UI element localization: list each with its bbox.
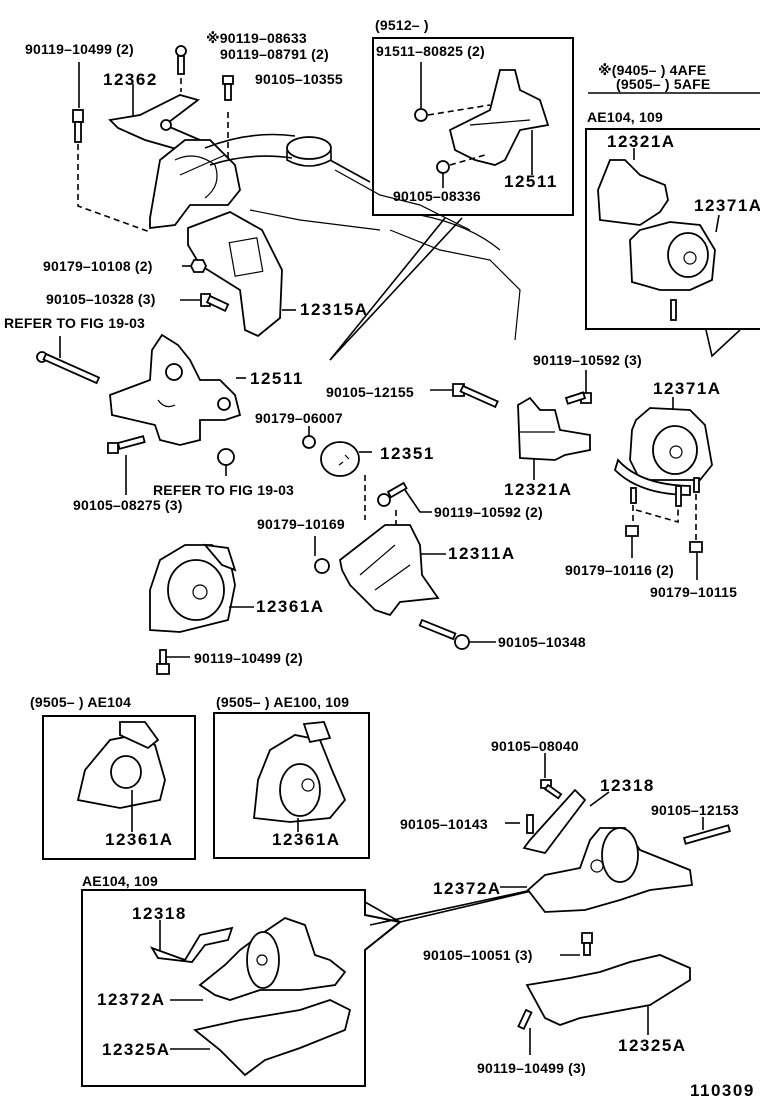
inset-9505-ae104-label-12361A: 12361A bbox=[105, 830, 174, 849]
mount-12361A-drawing bbox=[149, 543, 254, 675]
inset-9512-label-90105-08336: 90105–08336 bbox=[393, 188, 481, 204]
figure-number: 110309 bbox=[690, 1081, 755, 1100]
callout-12371A: 12371A bbox=[653, 379, 722, 398]
callout-90179-10169: 90179–10169 bbox=[257, 516, 345, 532]
callout-90105-08275: 90105–08275 (3) bbox=[73, 497, 183, 513]
bolt-90105-10348-drawing bbox=[418, 618, 496, 650]
inset-ae104-109-bottom-drawing bbox=[149, 917, 352, 1077]
inset-9512-label-12511: 12511 bbox=[504, 172, 558, 191]
callout-90119-10499-top: 90119–10499 (2) bbox=[25, 41, 134, 57]
bolt-90105-12155-drawing bbox=[430, 383, 499, 409]
inset-9505-ae104-header: (9505– ) AE104 bbox=[30, 694, 132, 710]
callout-refer-fig-19-03-a: REFER TO FIG 19-03 bbox=[4, 315, 146, 331]
inset-9505-ae100-109-drawing bbox=[253, 721, 347, 832]
mount-12371A-drawing bbox=[613, 397, 713, 580]
callout-12321A: 12321A bbox=[504, 480, 573, 499]
bracket-12321A-drawing bbox=[517, 396, 591, 480]
bracket-12511-drawing bbox=[109, 333, 246, 446]
callout-12511: 12511 bbox=[250, 369, 304, 388]
bracket-12311A-drawing bbox=[314, 481, 446, 617]
note-line-1: ※(9405– ) 4AFE bbox=[598, 62, 707, 78]
inset-9512-label-91511-80825: 91511–80825 (2) bbox=[376, 43, 485, 59]
callout-12372A: 12372A bbox=[433, 879, 502, 898]
inset-9512-box bbox=[372, 37, 574, 216]
inset-top-label-12321A: 12321A bbox=[607, 132, 676, 151]
note-line-2: (9505– ) 5AFE bbox=[616, 76, 711, 92]
inset-9505-ae104-box bbox=[42, 715, 196, 860]
inset-9512-drawing bbox=[414, 62, 550, 188]
callout-12311A: 12311A bbox=[448, 544, 516, 563]
inset-ae104-109-top-drawing bbox=[597, 148, 720, 321]
callout-12315A: 12315A bbox=[300, 300, 369, 319]
callout-90105-10355: 90105–10355 bbox=[255, 71, 343, 87]
callout-12325A: 12325A bbox=[618, 1036, 687, 1055]
inset-bottom-label-12372A: 12372A bbox=[97, 990, 166, 1009]
callout-90105-10143: 90105–10143 bbox=[400, 816, 488, 832]
inset-ae104-109-bottom-header: AE104, 109 bbox=[82, 873, 158, 889]
callout-90119-10499-bottom: 90119–10499 (3) bbox=[477, 1060, 586, 1076]
engine-mount-12362-drawing bbox=[72, 45, 371, 233]
callout-90119-08791: 90119–08791 (2) bbox=[220, 46, 329, 62]
cushion-12351-drawing bbox=[302, 426, 372, 520]
callout-90179-06007: 90179–06007 bbox=[255, 410, 343, 426]
bracket-12315A-drawing bbox=[180, 211, 296, 338]
mount-12372A-drawing bbox=[500, 753, 731, 913]
inset-top-label-12371A: 12371A bbox=[694, 196, 760, 215]
callout-90119-08633: ※90119–08633 bbox=[206, 30, 307, 46]
callout-90119-10592-3: 90119–10592 (3) bbox=[533, 352, 642, 368]
inset-ae104-109-top-header: AE104, 109 bbox=[587, 109, 663, 125]
callout-12361A: 12361A bbox=[256, 597, 325, 616]
callout-12362: 12362 bbox=[103, 70, 158, 89]
long-bolt-drawing bbox=[36, 336, 101, 385]
callout-12318: 12318 bbox=[600, 776, 655, 795]
inset-pointer-lines bbox=[329, 217, 741, 926]
callout-refer-fig-19-03-b: REFER TO FIG 19-03 bbox=[153, 482, 295, 498]
callout-12351: 12351 bbox=[380, 444, 435, 463]
callout-90179-10115: 90179–10115 bbox=[650, 584, 738, 600]
callout-90105-10328: 90105–10328 (3) bbox=[46, 291, 156, 307]
callout-90119-10499-mid: 90119–10499 (2) bbox=[194, 650, 303, 666]
inset-9505-ae100-109-label-12361A: 12361A bbox=[272, 830, 341, 849]
bolt-90119-10592-3-drawing bbox=[564, 370, 592, 405]
inset-ae104-109-bottom-box bbox=[81, 889, 403, 1087]
callout-90105-12153: 90105–12153 bbox=[651, 802, 739, 818]
inset-9512-header: (9512– ) bbox=[375, 17, 429, 33]
inset-bottom-label-12325A: 12325A bbox=[102, 1040, 171, 1059]
inset-ae104-109-top-box bbox=[585, 128, 760, 330]
callout-90105-08040: 90105–08040 bbox=[491, 738, 579, 754]
engine-block-outline bbox=[249, 169, 521, 341]
inset-9505-ae104-drawing bbox=[76, 721, 166, 832]
inset-9505-ae100-109-header: (9505– ) AE100, 109 bbox=[216, 694, 350, 710]
callout-90179-10116: 90179–10116 (2) bbox=[565, 562, 674, 578]
inset-bottom-label-12318: 12318 bbox=[132, 904, 187, 923]
bolt-90105-08275-drawing bbox=[107, 435, 146, 495]
callout-90179-10108: 90179–10108 (2) bbox=[43, 258, 153, 274]
nut-refer-fig-drawing bbox=[217, 448, 235, 476]
inset-9505-ae100-109-box bbox=[213, 712, 370, 859]
callout-90105-10051: 90105–10051 (3) bbox=[423, 947, 533, 963]
callout-90105-12155: 90105–12155 bbox=[326, 384, 414, 400]
callout-90105-10348: 90105–10348 bbox=[498, 634, 586, 650]
plate-12325A-drawing bbox=[517, 932, 691, 1055]
callout-90119-10592-2: 90119–10592 (2) bbox=[434, 504, 543, 520]
